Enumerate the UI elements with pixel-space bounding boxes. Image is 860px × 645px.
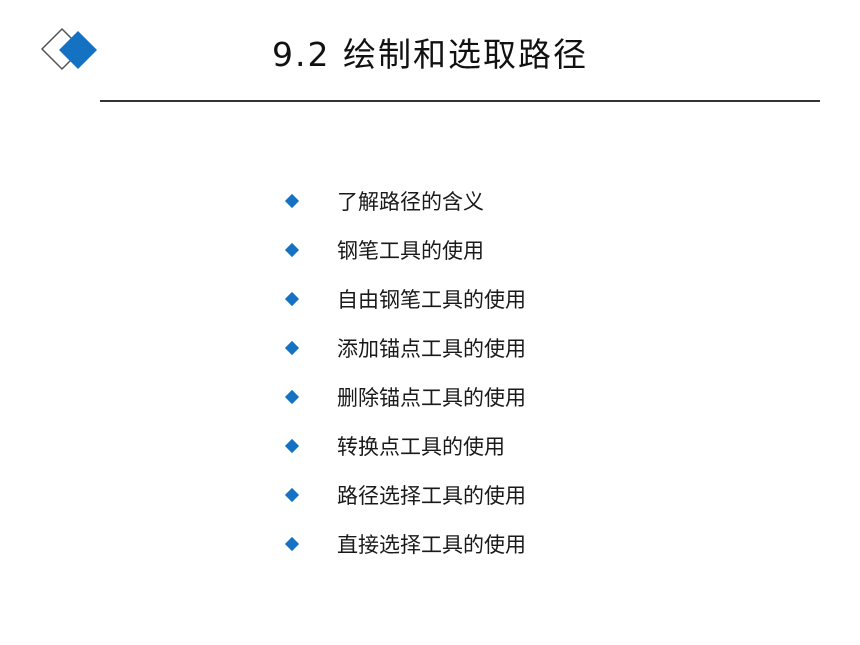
diamond-bullet-icon <box>284 193 300 208</box>
diamond-bullet-icon <box>284 389 300 404</box>
list-item: 了解路径的含义 <box>282 176 526 225</box>
list-item: 转换点工具的使用 <box>282 421 526 470</box>
list-item: 钢笔工具的使用 <box>282 225 526 274</box>
topic-list: 了解路径的含义 钢笔工具的使用 自由钢笔工具的使用 添加锚点工具的使用 删除锚点… <box>282 176 526 568</box>
diamond-bullet-icon <box>284 438 300 453</box>
title-divider <box>100 100 820 102</box>
diamond-logo-icon <box>40 27 97 71</box>
slide-title: 9.2 绘制和选取路径 <box>272 35 588 74</box>
list-item: 直接选择工具的使用 <box>282 519 526 568</box>
list-item-label: 直接选择工具的使用 <box>337 532 526 557</box>
list-item-label: 转换点工具的使用 <box>337 434 505 459</box>
list-item: 自由钢笔工具的使用 <box>282 274 526 323</box>
list-item: 路径选择工具的使用 <box>282 470 526 519</box>
list-item: 删除锚点工具的使用 <box>282 372 526 421</box>
list-item-label: 路径选择工具的使用 <box>337 483 526 508</box>
diamond-bullet-icon <box>284 340 300 355</box>
list-item: 添加锚点工具的使用 <box>282 323 526 372</box>
list-item-label: 钢笔工具的使用 <box>337 238 484 263</box>
diamond-bullet-icon <box>284 291 300 306</box>
list-item-label: 删除锚点工具的使用 <box>337 385 526 410</box>
list-item-label: 自由钢笔工具的使用 <box>337 287 526 312</box>
list-item-label: 添加锚点工具的使用 <box>337 336 526 361</box>
diamond-bullet-icon <box>284 242 300 257</box>
diamond-bullet-icon <box>284 487 300 502</box>
diamond-bullet-icon <box>284 536 300 551</box>
list-item-label: 了解路径的含义 <box>337 189 484 214</box>
